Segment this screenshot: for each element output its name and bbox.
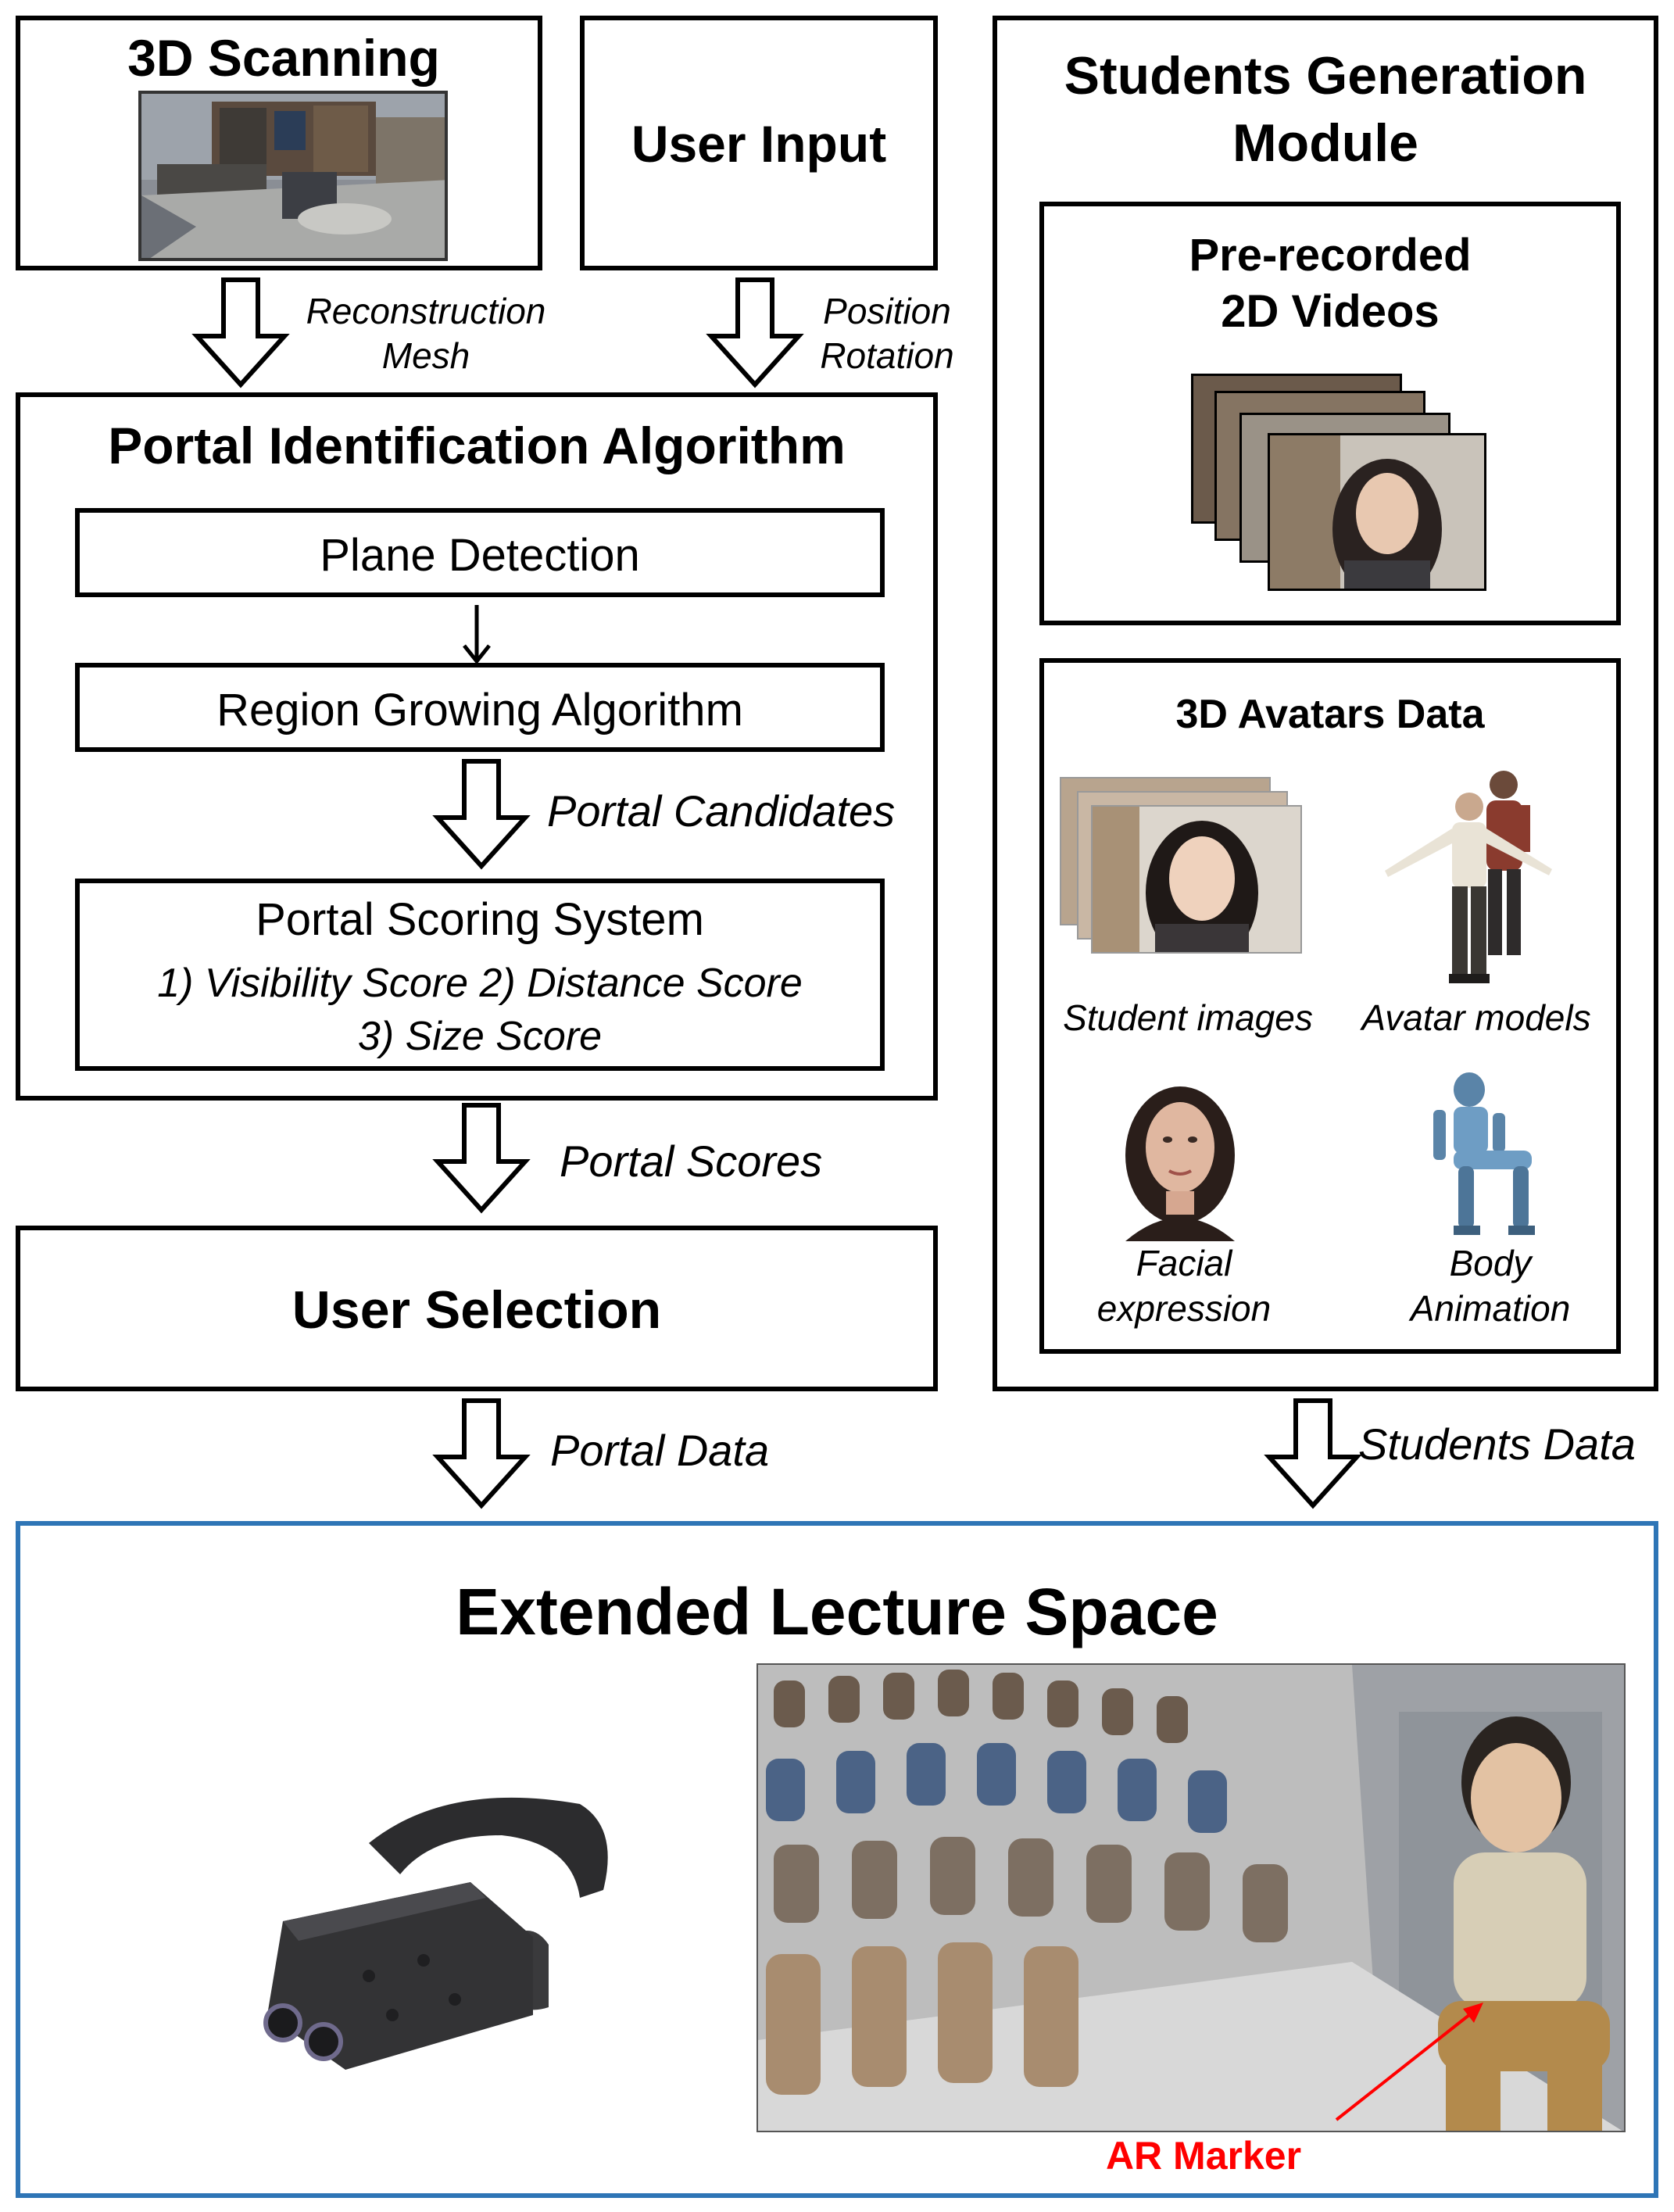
label-student-images: Student images	[1063, 997, 1313, 1038]
vr-headset-icon	[263, 1797, 608, 2070]
facial-expression-icon	[1125, 1086, 1235, 1241]
lecture-space-title: Extended Lecture Space	[456, 1575, 1218, 1648]
portal-scoring-box: Portal Scoring System 1) Visibility Scor…	[75, 879, 885, 1071]
room-scan-image	[138, 91, 448, 261]
avatars-title: 3D Avatars Data	[1175, 692, 1485, 737]
arrow-selection-to-lecture	[432, 1398, 531, 1509]
avatar-figure-icon	[1385, 771, 1552, 983]
label-facial-line2: expression	[1096, 1288, 1272, 1329]
plane-detection-label: Plane Detection	[320, 530, 640, 581]
edge-label-portal-candidates: Portal Candidates	[547, 786, 896, 836]
students-module-title-line2: Module	[1232, 113, 1418, 173]
arrow-students-to-lecture	[1264, 1398, 1362, 1509]
portal-scoring-line1: 1) Visibility Score 2) Distance Score	[157, 961, 803, 1006]
edge-label-reconstruction: Reconstruction	[306, 291, 546, 331]
video-frame-image	[1268, 433, 1486, 591]
arrow-portal-to-selection	[432, 1103, 531, 1214]
edge-label-rotation: Rotation	[820, 335, 954, 376]
user-input-box: User Input	[580, 16, 938, 270]
students-module-title-line1: Students Generation	[1064, 46, 1587, 106]
videos-title-line1: Pre-recorded	[1189, 230, 1472, 281]
videos-title-line2: 2D Videos	[1221, 286, 1440, 337]
portal-scoring-title: Portal Scoring System	[256, 894, 704, 945]
arrow-scan-to-portal	[191, 277, 290, 388]
label-body-line2: Animation	[1410, 1288, 1571, 1329]
classroom-image	[757, 1663, 1626, 2132]
plane-detection-box: Plane Detection	[75, 508, 885, 597]
arrow-input-to-portal	[706, 277, 804, 388]
portal-scoring-line2: 3) Size Score	[357, 1014, 603, 1059]
edge-label-portal-scores: Portal Scores	[560, 1136, 823, 1186]
label-avatar-models: Avatar models	[1361, 997, 1591, 1038]
user-selection-box: User Selection	[16, 1226, 938, 1391]
portal-algorithm-title: Portal Identification Algorithm	[108, 417, 846, 474]
body-animation-icon	[1433, 1072, 1535, 1235]
user-input-title: User Input	[631, 115, 887, 173]
edge-label-portal-data: Portal Data	[550, 1426, 770, 1475]
edge-label-mesh: Mesh	[381, 335, 470, 376]
user-selection-title: User Selection	[292, 1280, 662, 1340]
arrow-plane-to-region	[463, 605, 491, 665]
scanning-title: 3D Scanning	[127, 29, 440, 87]
arrow-region-to-scoring	[432, 759, 531, 870]
scanning-box: 3D Scanning	[16, 16, 542, 270]
label-body-line1: Body	[1449, 1243, 1532, 1283]
region-growing-box: Region Growing Algorithm	[75, 663, 885, 752]
label-facial-line1: Facial	[1136, 1243, 1232, 1283]
ar-marker-label: AR Marker	[1105, 2134, 1302, 2178]
edge-label-students-data: Students Data	[1358, 1419, 1636, 1469]
edge-label-position: Position	[823, 291, 951, 331]
student-image-frame	[1091, 805, 1302, 954]
region-growing-label: Region Growing Algorithm	[216, 685, 743, 736]
